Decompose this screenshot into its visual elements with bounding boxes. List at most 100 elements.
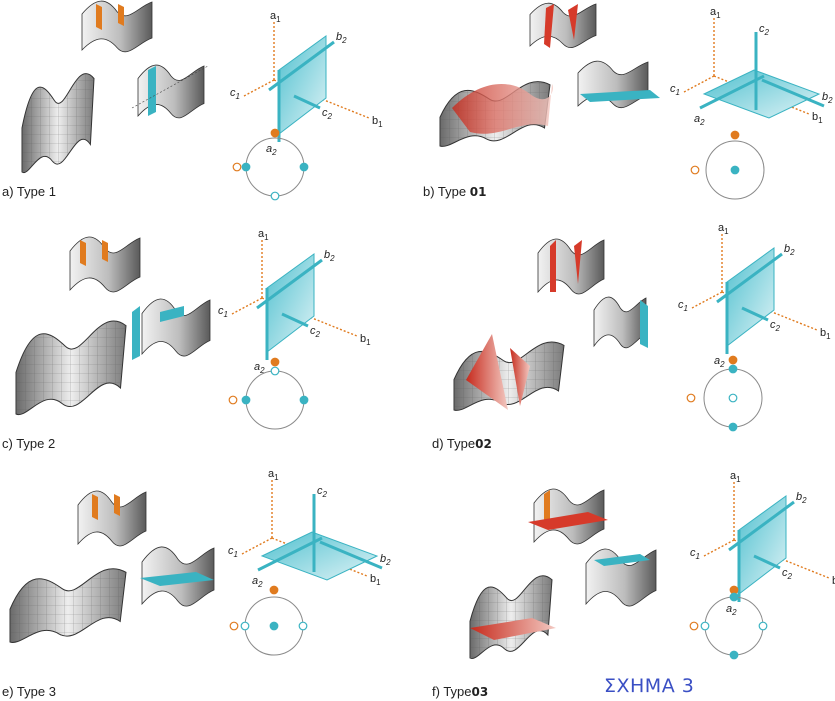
- symmetry-dot: [241, 395, 251, 405]
- symmetry-dot: [729, 650, 739, 660]
- symmetry-dot: [728, 364, 738, 374]
- red-region: [466, 334, 508, 410]
- label-c2: c2: [759, 23, 770, 37]
- symmetry-diagram: [690, 130, 765, 200]
- caption-f: f) Type03: [432, 684, 489, 699]
- small-sheet: [529, 2, 597, 49]
- plane-horizontal: [702, 69, 821, 119]
- axis-c1: [691, 291, 723, 309]
- symmetry-diagram: [229, 585, 308, 656]
- caption-d: d) Type02: [432, 436, 492, 451]
- symmetry-dot: [269, 585, 279, 595]
- axis-a2: [699, 74, 765, 110]
- orange-strips: [80, 240, 108, 266]
- label-a1: a1: [730, 470, 741, 484]
- red-plane-2: [470, 618, 556, 640]
- symmetry-dot: [689, 621, 699, 631]
- symmetry-dot: [758, 621, 768, 631]
- label-c1: c1: [678, 299, 688, 313]
- label-b2: b2: [324, 249, 335, 263]
- teal-strip: [640, 300, 648, 348]
- small-sheet-2: [593, 296, 647, 349]
- label-c1: c1: [228, 545, 238, 559]
- label-b2: b2: [380, 553, 391, 567]
- teal-plane: [580, 90, 660, 102]
- label-c1: c1: [230, 87, 240, 101]
- axis-b2: [761, 78, 825, 108]
- symmetry-dot: [728, 393, 738, 403]
- symmetry-dot: [241, 162, 251, 172]
- label-a2: a2: [726, 603, 737, 617]
- label-a2: a2: [254, 361, 265, 375]
- label-b2: b2: [784, 243, 795, 257]
- label-c2: c2: [770, 319, 781, 333]
- label-a1: a1: [718, 222, 729, 236]
- symmetry-circle: [705, 140, 765, 200]
- symmetry-circle: [704, 596, 764, 656]
- symmetry-dot: [240, 621, 250, 631]
- axis-c2: [753, 554, 781, 570]
- axis-b2: [319, 540, 383, 570]
- symmetry-dot: [728, 355, 738, 365]
- axis-diagram: a1 b1 c1 b2 a2 c2: [678, 222, 831, 369]
- symmetry-dot: [270, 357, 280, 367]
- teal-strip: [148, 66, 156, 116]
- figure-label: ΣΧΗΜΑ 3: [604, 675, 695, 697]
- label-c1: c1: [690, 547, 700, 561]
- small-sheet: [69, 236, 141, 293]
- small-sheet-2: [137, 64, 205, 119]
- symmetry-dot: [270, 128, 280, 138]
- big-surface: [469, 575, 553, 659]
- teal-strip: [132, 306, 140, 360]
- symmetry-dot: [728, 422, 738, 432]
- small-sheet-2: [141, 298, 211, 357]
- label-c2: c2: [310, 325, 321, 339]
- caption-c: c) Type 2: [2, 436, 56, 451]
- symmetry-circle: [245, 137, 305, 197]
- symmetry-circle: [245, 370, 305, 430]
- label-b1: b1: [812, 111, 823, 125]
- symmetry-dot: [232, 162, 242, 172]
- label-a1: a1: [270, 10, 281, 24]
- axis-c2: [741, 306, 769, 322]
- axis-c1: [703, 539, 735, 557]
- label-c1: c1: [218, 305, 228, 319]
- label-a1: a1: [258, 228, 269, 242]
- plane-vertical: [726, 247, 775, 348]
- red-plane: [528, 512, 608, 530]
- label-a2: a2: [714, 355, 725, 369]
- symmetry-dot: [299, 395, 309, 405]
- label-c2: c2: [322, 107, 333, 121]
- small-sheet: [81, 0, 153, 53]
- plane-horizontal: [260, 531, 379, 581]
- label-b1: b1: [370, 573, 381, 587]
- caption-e: e) Type 3: [2, 684, 56, 699]
- label-b1: b1: [820, 327, 831, 341]
- label-b2: b2: [796, 491, 807, 505]
- symmetry-dot: [690, 165, 700, 175]
- caption-b: b) Type 01: [423, 184, 487, 199]
- label-a2: a2: [252, 575, 263, 589]
- teal-plane: [594, 554, 650, 566]
- red-region: [452, 83, 554, 134]
- axis-c1: [683, 75, 715, 93]
- label-a2: a2: [694, 113, 705, 127]
- teal-strip-2: [160, 306, 184, 322]
- axis-c1: [241, 537, 273, 555]
- symmetry-dot: [269, 621, 279, 631]
- axis-c2: [293, 94, 321, 110]
- guide-line: [131, 65, 209, 109]
- symmetry-dot: [700, 621, 710, 631]
- red-region-2: [510, 348, 530, 406]
- plane-vertical: [738, 495, 787, 596]
- big-surface: [21, 73, 95, 174]
- teal-plane: [140, 572, 214, 586]
- symmetry-dot: [686, 393, 696, 403]
- symmetry-diagram: [689, 585, 768, 660]
- orange-strips: [96, 4, 124, 30]
